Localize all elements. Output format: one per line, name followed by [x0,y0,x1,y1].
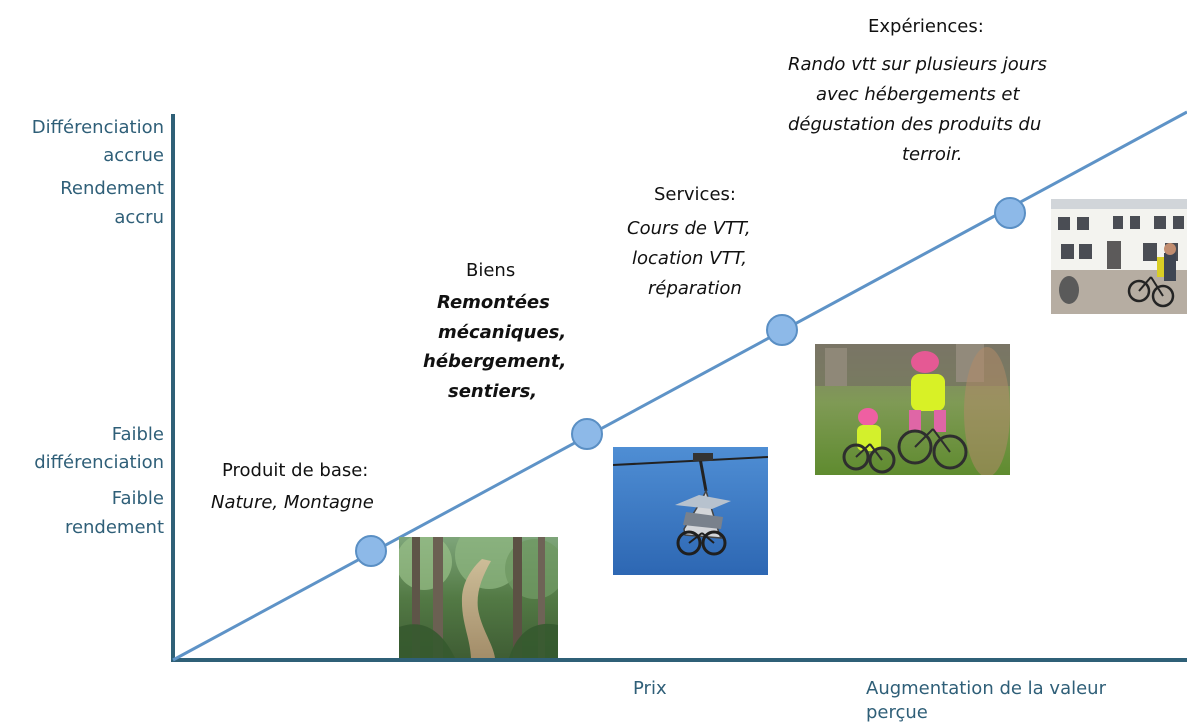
chairlift-photo [613,447,768,575]
stage-biens-line4: sentiers, [448,381,538,402]
stage-experiences-line1: Rando vtt sur plusieurs jours [788,54,1047,75]
y-top-label-line4: accru [114,207,164,228]
stage-experiences-line2: avec hébergements et [816,84,1020,105]
y-bottom-label-line3: Faible [111,488,164,509]
x-right-label-line1: Augmentation de la valeur [866,678,1106,699]
stage-dot-produit [355,535,387,567]
stage-biens-line1: Remontées [437,292,550,313]
stage-biens-line2: mécaniques, [438,322,567,343]
y-bottom-label-line2: différenciation [34,452,164,473]
forest-trail-photo [399,537,558,658]
y-top-label-line1: Différenciation [31,117,164,138]
stage-produit-text: Nature, Montagne [211,492,374,513]
stage-services-line2: location VTT, [632,248,748,269]
stage-dot-services [766,314,798,346]
stage-produit-title: Produit de base: [222,460,369,481]
stage-experiences-title: Expériences: [868,16,984,37]
stage-services-title: Services: [654,184,736,205]
stage-dot-biens [571,418,603,450]
x-center-label: Prix [633,678,667,699]
stage-experiences-line3: dégustation des produits du [788,114,1042,135]
kids-biking-photo [815,344,1010,475]
stage-biens-title: Biens [466,260,516,281]
stage-services-line1: Cours de VTT, [627,218,751,239]
y-bottom-label-line1: Faible [111,424,164,445]
stage-biens-line3: hébergement, [423,351,567,372]
stage-dot-experiences [994,197,1026,229]
y-bottom-label-line4: rendement [64,517,164,538]
stage-experiences-line4: terroir. [902,144,963,165]
y-top-label-line3: Rendement [60,178,164,199]
stage-services-line3: réparation [648,278,742,299]
x-right-label-line2: perçue [866,702,928,723]
inn-photo [1051,199,1187,314]
y-top-label-line2: accrue [103,145,164,166]
